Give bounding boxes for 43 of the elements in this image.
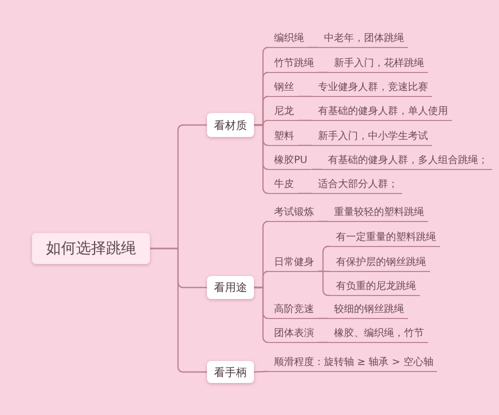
subtopic-label: 塑料 bbox=[268, 130, 298, 146]
branch-connector bbox=[150, 248, 207, 373]
subtopic-label: 团体表演 bbox=[268, 327, 318, 343]
central-topic: 如何选择跳绳 bbox=[32, 233, 150, 264]
subtopic-label: 考试锻炼 bbox=[268, 206, 318, 222]
subtopic-label: 钢丝 bbox=[268, 81, 298, 97]
subtopic-label: 牛皮 bbox=[268, 178, 298, 194]
main-topic: 看材质 bbox=[207, 113, 254, 137]
branch-connector bbox=[298, 192, 312, 194]
detail-label: 较细的钢丝跳绳 bbox=[328, 303, 408, 319]
detail-label: 有负重的尼龙跳绳 bbox=[330, 280, 420, 296]
main-topic: 看用途 bbox=[207, 276, 254, 299]
detail-label: 有基础的健身人群，单人使用 bbox=[312, 105, 452, 121]
branch-connector bbox=[254, 370, 268, 373]
branch-connector bbox=[298, 96, 312, 97]
branch-connector bbox=[298, 120, 312, 121]
detail-label: 适合大部分人群； bbox=[312, 178, 402, 194]
branch-connector bbox=[318, 342, 328, 343]
detail-label: 专业健身人群，竞速比赛 bbox=[312, 81, 432, 97]
branch-connector bbox=[298, 144, 312, 146]
branch-connector bbox=[254, 124, 269, 194]
branch-connector bbox=[318, 220, 328, 222]
detail-label: 有保护层的钢丝跳绳 bbox=[330, 256, 430, 272]
main-topic: 看手柄 bbox=[207, 361, 254, 383]
subtopic-label: 橡胶PU bbox=[268, 154, 312, 170]
branch-connector bbox=[308, 46, 318, 48]
subtopic-label: 日常健身 bbox=[268, 256, 318, 272]
branch-connector bbox=[311, 168, 322, 170]
detail-label: 重量较轻的塑料跳绳 bbox=[328, 206, 428, 222]
branch-connector bbox=[318, 318, 328, 319]
detail-label: 橡胶、编织绳，竹节 bbox=[328, 327, 428, 343]
branch-connector bbox=[318, 72, 328, 73]
detail-label: 顺滑程度：旋转轴 ≥ 轴承 > 空心轴 bbox=[268, 356, 438, 372]
detail-label: 有一定重量的塑料跳绳 bbox=[330, 231, 440, 247]
branch-connector bbox=[254, 286, 269, 343]
subtopic-label: 编织绳 bbox=[268, 32, 308, 48]
subtopic-label: 尼龙 bbox=[268, 105, 298, 121]
subtopic-label: 竹节跳绳 bbox=[268, 57, 318, 73]
subtopic-label: 高阶竞速 bbox=[268, 303, 318, 319]
detail-label: 新手入门，花样跳绳 bbox=[328, 57, 428, 73]
detail-label: 中老年，团体跳绳 bbox=[318, 32, 408, 48]
detail-label: 有基础的健身人群，多人组合跳绳； bbox=[322, 154, 492, 170]
detail-label: 新手入门，中小学生考试 bbox=[312, 130, 432, 146]
